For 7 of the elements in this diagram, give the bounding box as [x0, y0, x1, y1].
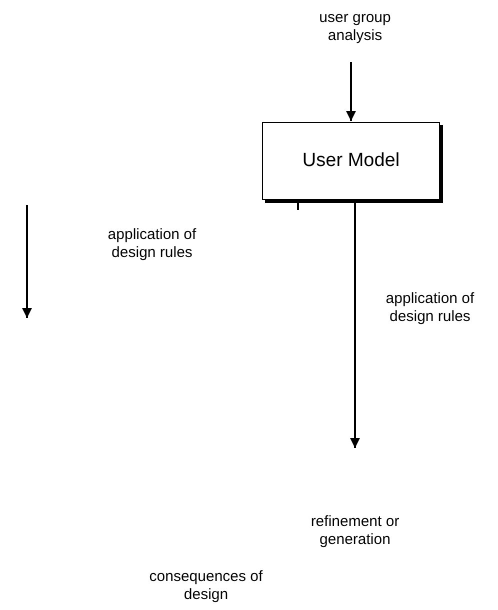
- arrow: [346, 62, 356, 121]
- node-text: refinement or generation: [310, 513, 400, 549]
- annotation-text: consequences of design: [148, 568, 264, 604]
- arrow: [350, 203, 360, 448]
- process-box: User Model: [262, 122, 440, 200]
- annotation-text: application of design rules: [106, 226, 198, 262]
- node-text: user group analysis: [318, 9, 392, 45]
